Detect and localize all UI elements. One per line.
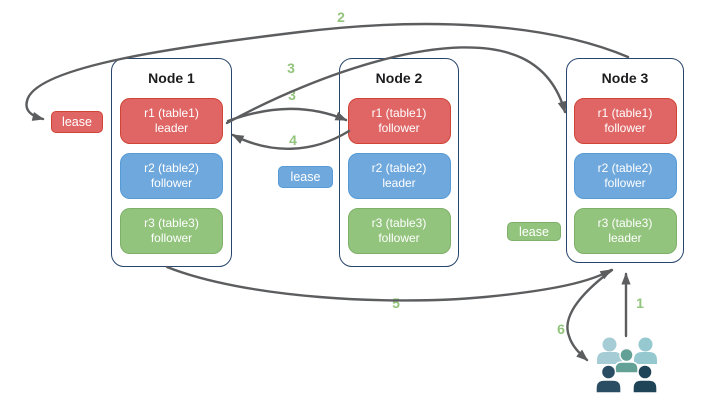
node-1-title: Node 1 <box>148 70 195 86</box>
arrow-5-node1-to-node3 <box>165 265 613 302</box>
node-2-title: Node 2 <box>375 70 423 86</box>
step-label-5: 5 <box>392 295 400 311</box>
arrow-3-node1-to-node2-r1 <box>226 107 348 123</box>
replica-role: leader <box>154 121 189 135</box>
replica-role: leader <box>382 176 416 190</box>
replica-name: r1 (table1) <box>144 106 199 120</box>
user-front-right <box>632 364 658 394</box>
replica-node1-r3: r3 (table3) follower <box>120 208 223 254</box>
replica-node2-r1: r1 (table1) follower <box>347 98 451 144</box>
replica-name: r2 (table2) <box>597 161 653 175</box>
node-3-title: Node 3 <box>601 70 649 86</box>
replica-name: r2 (table2) <box>144 161 199 175</box>
replica-name: r3 (table3) <box>597 216 653 230</box>
replica-role: follower <box>150 231 193 245</box>
replica-role: follower <box>150 176 193 190</box>
replica-role: leader <box>608 231 642 245</box>
replica-role: follower <box>604 121 646 135</box>
replica-role: follower <box>378 121 420 135</box>
replica-name: r3 (table3) <box>371 216 427 230</box>
replica-node1-r1: r1 (table1) leader <box>120 98 223 144</box>
node-3: Node 3 r1 (table1) follower r2 (table2) … <box>566 58 684 263</box>
replica-node3-r3: r3 (table3) leader <box>573 208 677 254</box>
step-label-3a: 3 <box>287 60 295 76</box>
replica-name: r3 (table3) <box>144 216 199 230</box>
replica-node2-r3: r3 (table3) follower <box>347 208 451 254</box>
user-middle <box>614 347 639 374</box>
step-label-1: 1 <box>636 295 644 311</box>
replica-name: r2 (table2) <box>371 161 427 175</box>
step-label-3b: 3 <box>288 87 296 103</box>
users-group-icon <box>595 337 658 394</box>
user-front-left <box>595 364 622 394</box>
lease-badge-r2: lease <box>278 166 333 188</box>
lease-badge-r1: lease <box>51 111 103 133</box>
node-1: Node 1 r1 (table1) leader r2 (table2) fo… <box>111 58 232 267</box>
replica-node1-r2: r2 (table2) follower <box>120 153 223 199</box>
replica-role: follower <box>604 176 646 190</box>
lease-badge-r3: lease <box>507 222 561 241</box>
step-label-4: 4 <box>289 132 297 148</box>
replica-node2-r2: r2 (table2) leader <box>347 153 451 199</box>
replica-name: r1 (table1) <box>597 106 653 120</box>
node-2: Node 2 r1 (table1) follower r2 (table2) … <box>339 58 459 267</box>
replica-name: r1 (table1) <box>371 106 427 120</box>
user-back-left <box>597 337 622 364</box>
step-label-2: 2 <box>337 9 345 25</box>
step-label-6: 6 <box>557 321 565 337</box>
replica-role: follower <box>378 231 420 245</box>
user-back-right <box>634 337 657 364</box>
replica-node3-r1: r1 (table1) follower <box>573 98 677 144</box>
replica-node3-r2: r2 (table2) follower <box>573 153 677 199</box>
